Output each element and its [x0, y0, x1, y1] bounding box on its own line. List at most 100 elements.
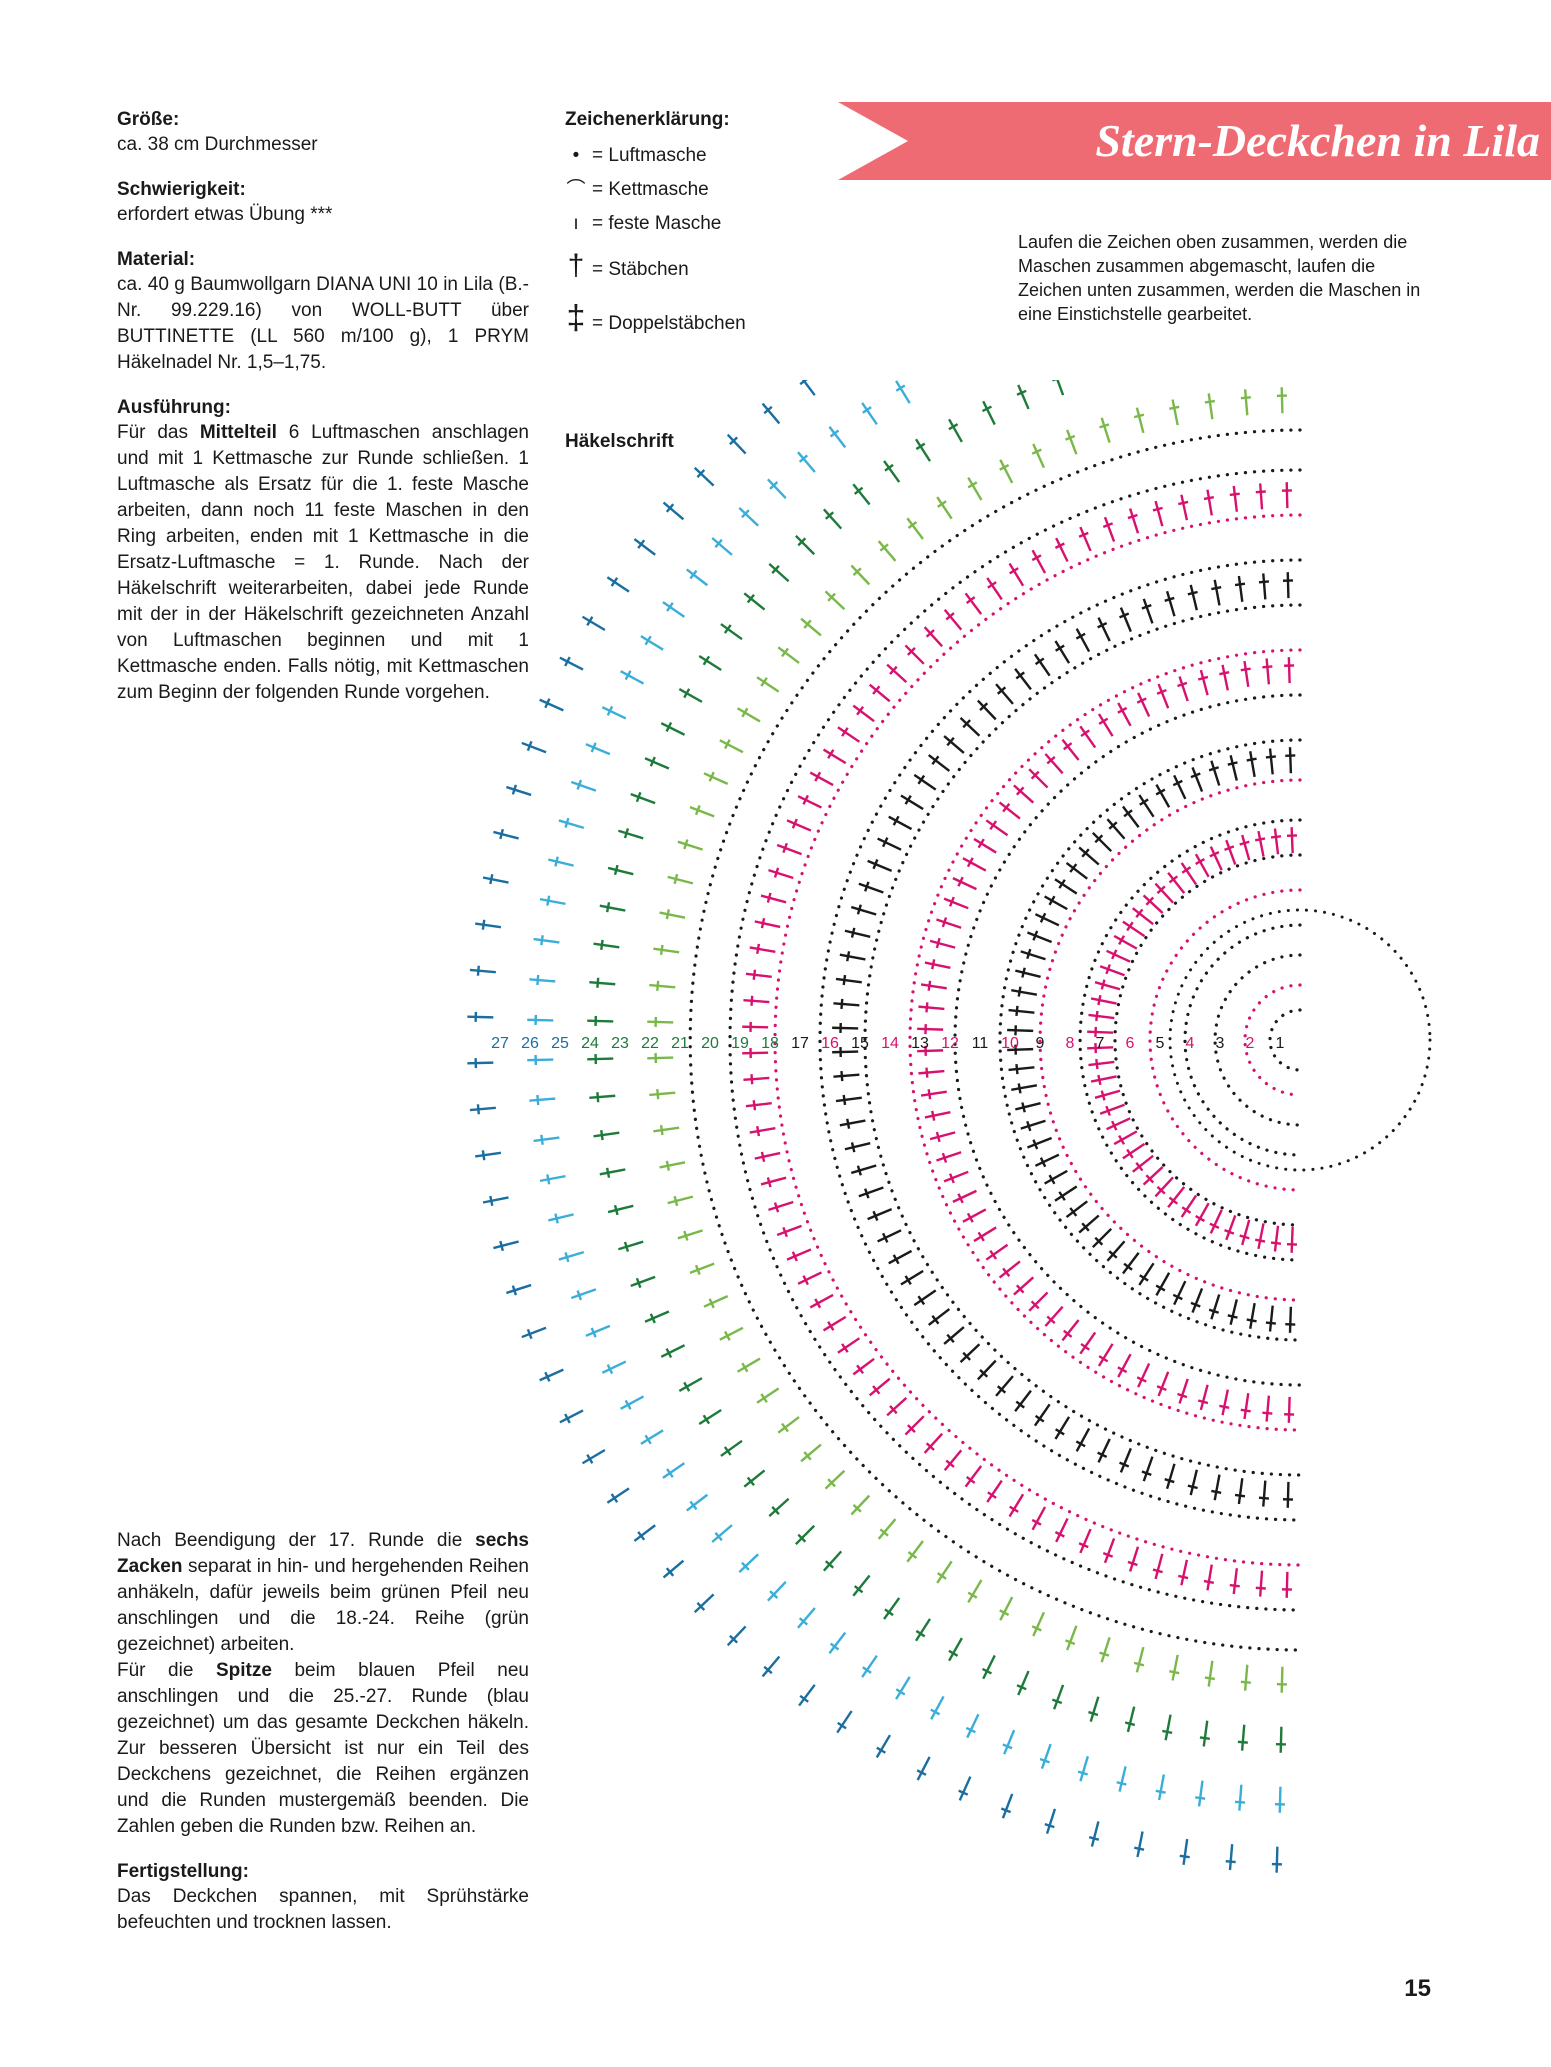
round-number: 12 [941, 1035, 959, 1052]
round-number: 1 [1276, 1035, 1285, 1052]
stitch-mark [1156, 688, 1167, 695]
stitch-mark [467, 1015, 494, 1019]
stitch-mark [1033, 1403, 1051, 1427]
stitch-mark [605, 902, 611, 913]
stitch-mark [1080, 729, 1090, 738]
stitch-mark [703, 772, 729, 786]
stitch-mark [1243, 660, 1250, 687]
stitch-mark [827, 592, 836, 602]
stitch-mark [1011, 989, 1038, 996]
stitch-mark [1055, 1518, 1069, 1543]
stitch-mark [852, 567, 862, 576]
stitch-mark [756, 676, 780, 693]
stitch-mark [858, 882, 884, 894]
stitch-mark [964, 1465, 983, 1488]
stitch-mark [1177, 1392, 1188, 1399]
stitch-mark [1145, 1174, 1155, 1184]
stitch-mark [1210, 760, 1221, 786]
stitch-mark [1268, 748, 1274, 775]
stitch-mark [546, 895, 551, 906]
stitch-mark [1180, 494, 1189, 521]
stitch-mark [948, 423, 959, 431]
stitch-mark [1054, 1531, 1065, 1538]
stitch-mark [596, 1092, 600, 1103]
round-number: 11 [972, 1035, 989, 1052]
stitch-mark [1106, 818, 1126, 840]
legend-item: ı= feste Masche [560, 212, 721, 236]
stitch-mark [1088, 1060, 1115, 1067]
stitch-mark [738, 507, 759, 527]
stitch-mark [1234, 1493, 1246, 1498]
stitch-mark [1061, 738, 1080, 761]
stitch-mark [1155, 1272, 1171, 1296]
stitch-mark [1069, 1207, 1078, 1217]
stitch-mark [703, 1294, 729, 1308]
stitch-mark [841, 727, 849, 737]
stitch-mark [742, 1051, 769, 1055]
stitch-mark [798, 454, 809, 463]
stitch-mark [1033, 653, 1051, 677]
tip-text: Für die Spitze beim blauen Pfeil neu ans… [117, 1660, 529, 1837]
stitch-mark [1011, 1084, 1038, 1091]
stitch-mark [689, 806, 715, 818]
stitch-mark [1002, 1267, 1011, 1277]
chain-ring [688, 428, 1302, 1652]
round-number: 25 [551, 1035, 569, 1052]
stitch-mark [1286, 572, 1290, 599]
stitch-mark [1288, 1306, 1293, 1333]
stitch-mark [745, 972, 772, 979]
stitch-mark [943, 735, 965, 754]
stitch-mark [1249, 1302, 1256, 1329]
stitch-mark [689, 1262, 715, 1274]
stitch-mark [1102, 1552, 1114, 1558]
stitch-mark [803, 619, 812, 629]
stitch-mark [1100, 1090, 1106, 1101]
stitch-mark [837, 1337, 861, 1354]
stitch-mark [1095, 1058, 1099, 1070]
stitch-mark [836, 1710, 853, 1734]
stitch-mark [1017, 1083, 1022, 1094]
stitch-mark [720, 623, 743, 641]
stitch-mark [1209, 1209, 1223, 1234]
stitch-mark [1133, 1661, 1145, 1667]
size-label: Größe: [117, 109, 180, 130]
stitch-mark [1016, 389, 1027, 396]
finishing-label: Fertigstellung: [117, 1861, 249, 1882]
stitch-mark [852, 1357, 875, 1376]
stitch-mark [1028, 1291, 1049, 1312]
stitch-mark [750, 995, 754, 1006]
legend-item: †= Stäbchen [560, 249, 689, 282]
stitch-mark [499, 1240, 504, 1252]
stitch-mark [481, 1150, 486, 1161]
stitch-mark [943, 1449, 963, 1472]
after-round-text: Nach Beendigung der 17. Runde die sechs … [117, 1530, 529, 1655]
legend-item: ⌒= Kettmasche [560, 178, 708, 202]
stitch-mark [665, 503, 675, 513]
stitch-mark [754, 920, 781, 929]
stitch-mark [1278, 1786, 1282, 1813]
stitch-mark [600, 939, 604, 951]
stitch-mark [1265, 658, 1271, 685]
stitch-mark [1290, 827, 1294, 854]
double-crochet-icon: † [567, 249, 585, 282]
stitch-mark [1098, 717, 1109, 725]
stitch-mark [837, 726, 861, 743]
stitch-mark [945, 612, 955, 621]
stitch-mark [1015, 969, 1041, 978]
stitch-mark [1204, 1676, 1216, 1681]
stitch-mark [1165, 590, 1176, 617]
stitch-mark [835, 977, 862, 984]
stitch-mark [714, 1531, 723, 1542]
stitch-mark [1134, 1846, 1145, 1851]
stitch-mark [833, 1002, 860, 1007]
stitch-mark [489, 1195, 494, 1206]
stitch-mark [1197, 1399, 1209, 1405]
stitch-mark [943, 608, 963, 631]
stitch-mark [1279, 1726, 1283, 1753]
stitch-mark [782, 842, 788, 854]
stitch-mark [613, 1204, 619, 1216]
stitch-mark [1268, 1305, 1274, 1332]
stitch-mark [1262, 1480, 1267, 1507]
stitch-mark [1234, 1800, 1246, 1804]
stitch-mark [872, 1385, 881, 1395]
